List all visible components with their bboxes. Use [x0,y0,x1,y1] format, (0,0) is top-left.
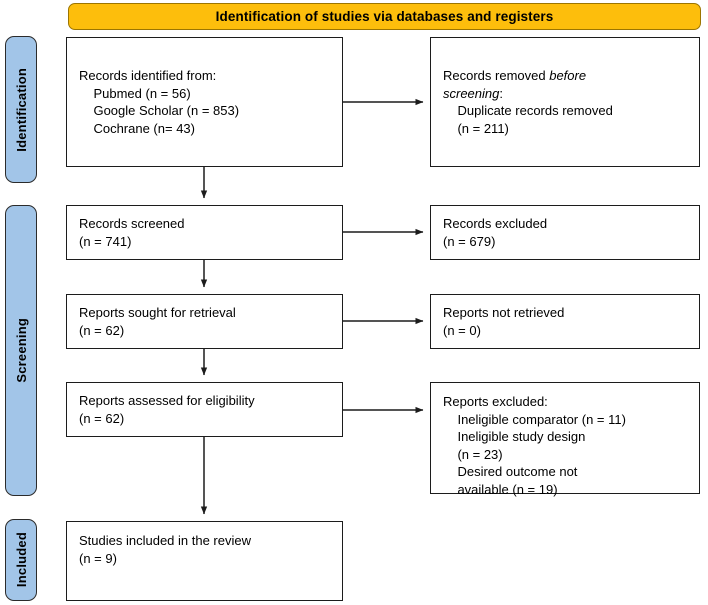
records-excluded-line2: (n = 679) [443,233,496,249]
stage-label-identification: Identification [13,67,29,152]
box-studies-included: Studies included in the review (n = 9) [66,521,343,601]
box-records-screened: Records screened (n = 741) [66,205,343,260]
stage-label-included: Included [13,532,29,588]
reports-assessed-line1: Reports assessed for eligibility [79,393,255,408]
records-removed-line1-italic: before [549,68,587,83]
box-records-excluded: Records excluded (n = 679) [430,205,700,260]
box-reports-sought: Reports sought for retrieval (n = 62) [66,294,343,349]
reports-excluded-line5: Desired outcome not [443,464,578,479]
box-reports-not-retrieved: Reports not retrieved (n = 0) [430,294,700,349]
reports-excluded-line4: (n = 23) [443,446,503,462]
records-removed-line3: Duplicate records removed [443,103,613,118]
reports-excluded-line3: Ineligible study design [443,429,586,444]
stage-label-screening: Screening [13,318,29,383]
box-records-removed: Records removed before screening: Duplic… [430,37,700,167]
reports-excluded-line1: Reports excluded: [443,394,548,409]
box-reports-excluded: Reports excluded: Ineligible comparator … [430,382,700,497]
box-reports-assessed: Reports assessed for eligibility (n = 62… [66,382,343,437]
reports-not-retrieved-line2: (n = 0) [443,322,481,338]
records-removed-line4: (n = 211) [443,120,509,136]
stage-bar-included: Included [5,519,37,601]
records-identified-line3: Google Scholar (n = 853) [79,103,240,118]
diagram-title: Identification of studies via databases … [215,9,554,24]
records-screened-line1: Records screened [79,216,185,231]
records-identified-line1: Records identified from: [79,68,217,83]
studies-included-line2: (n = 9) [79,550,117,566]
box-studies-included-text: Studies included in the review (n = 9) [79,532,251,567]
diagram-title-banner: Identification of studies via databases … [68,3,701,30]
records-identified-line4: Cochrane (n= 43) [79,120,195,136]
reports-sought-line2: (n = 62) [79,322,125,338]
records-removed-line1-pre: Records removed [443,68,550,83]
records-excluded-line1: Records excluded [443,216,548,231]
box-records-removed-text: Records removed before screening: Duplic… [443,67,613,137]
records-screened-line2: (n = 741) [79,233,132,249]
box-reports-sought-text: Reports sought for retrieval (n = 62) [79,304,236,339]
records-identified-line2: Pubmed (n = 56) [79,85,191,101]
stage-bar-identification: Identification [5,36,37,183]
box-reports-excluded-text: Reports excluded: Ineligible comparator … [443,393,626,498]
stage-bar-screening: Screening [5,205,37,496]
records-removed-line2-italic: screening [443,85,500,101]
reports-sought-line1: Reports sought for retrieval [79,305,236,320]
box-records-identified: Records identified from: Pubmed (n = 56)… [66,37,343,167]
reports-not-retrieved-line1: Reports not retrieved [443,305,565,320]
reports-assessed-line2: (n = 62) [79,410,125,426]
studies-included-line1: Studies included in the review [79,533,251,548]
records-removed-line2-post: : [499,85,503,101]
box-reports-not-retrieved-text: Reports not retrieved (n = 0) [443,304,564,339]
box-records-screened-text: Records screened (n = 741) [79,215,185,250]
box-records-identified-text: Records identified from: Pubmed (n = 56)… [79,67,239,137]
box-reports-assessed-text: Reports assessed for eligibility (n = 62… [79,392,255,427]
reports-excluded-line2: Ineligible comparator (n = 11) [443,411,626,427]
box-records-excluded-text: Records excluded (n = 679) [443,215,547,250]
reports-excluded-line6: available (n = 19) [443,481,558,497]
